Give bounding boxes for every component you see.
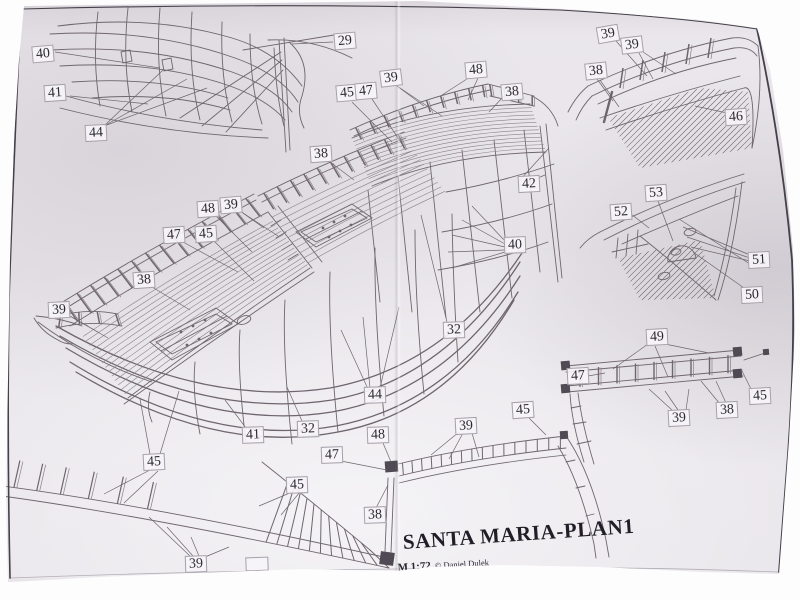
part-label-38: 38	[132, 270, 156, 290]
part-label-50: 50	[740, 285, 764, 305]
part-label-44: 44	[363, 386, 387, 404]
part-label-45: 45	[511, 400, 535, 420]
part-label-29: 29	[333, 31, 357, 51]
part-label-48: 48	[366, 426, 390, 444]
part-label-cut	[245, 556, 269, 572]
part-label-42: 42	[517, 174, 541, 194]
part-label-51: 51	[747, 250, 771, 270]
part-label-39: 39	[667, 408, 691, 428]
part-label-40: 40	[31, 44, 55, 64]
part-label-41: 41	[43, 83, 67, 103]
part-label-41: 41	[241, 426, 265, 444]
part-label-53: 53	[644, 183, 668, 203]
part-label-48: 48	[196, 199, 220, 219]
part-label-39: 39	[379, 68, 403, 88]
part-label-47: 47	[162, 225, 186, 245]
plan-credit: © Daniel Dulek	[434, 557, 490, 571]
part-label-44: 44	[84, 123, 108, 143]
part-label-45: 45	[285, 476, 309, 494]
part-label-38: 38	[584, 61, 608, 81]
part-label-40: 40	[503, 236, 527, 254]
part-label-39: 39	[454, 416, 478, 436]
part-label-49: 49	[645, 327, 669, 347]
part-label-39: 39	[184, 555, 208, 573]
part-label-47: 47	[566, 366, 590, 386]
part-label-38: 38	[500, 82, 524, 102]
paper-fold-crease	[394, 1, 401, 582]
plan-scale: M 1:72	[397, 559, 432, 574]
part-label-38: 38	[309, 144, 333, 164]
part-label-32: 32	[296, 420, 320, 438]
part-label-45: 45	[748, 386, 772, 406]
part-label-39: 39	[620, 35, 644, 55]
part-label-52: 52	[609, 202, 633, 222]
part-label-46: 46	[724, 107, 748, 127]
part-label-38: 38	[715, 400, 739, 420]
part-label-32: 32	[442, 321, 466, 339]
part-label-47: 47	[354, 81, 378, 101]
part-label-48: 48	[464, 60, 488, 80]
part-label-45: 45	[142, 452, 166, 472]
part-label-45: 45	[194, 224, 218, 244]
part-label-39: 39	[47, 300, 71, 320]
part-label-39: 39	[219, 195, 243, 215]
part-label-47: 47	[320, 446, 344, 464]
part-label-38: 38	[363, 506, 387, 524]
